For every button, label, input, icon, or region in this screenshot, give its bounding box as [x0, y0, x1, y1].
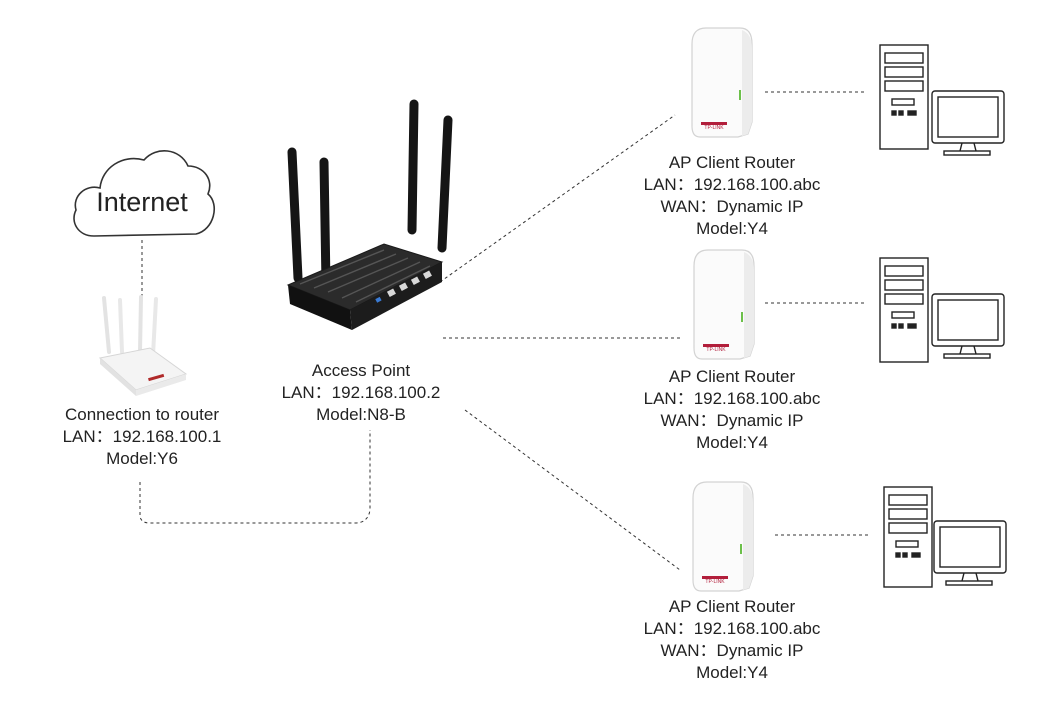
connection-lines	[139, 91, 870, 571]
client-router-2-icon	[693, 249, 755, 360]
access-point-name: Access Point	[311, 361, 411, 380]
link-ap-to-client-3	[464, 409, 681, 571]
client-router-1-model: Model:Y4	[696, 219, 768, 238]
client-router-2-brand: TP-LINK	[706, 347, 726, 353]
main-router-model: Model:Y6	[106, 449, 178, 468]
client-router-3-wan: WAN：Dynamic IP	[660, 641, 804, 660]
client-router-2-wan: WAN：Dynamic IP	[660, 411, 804, 430]
access-point-model: Model:N8-B	[316, 405, 406, 424]
client-router-1-label: AP Client Router LAN：192.168.100.abc WAN…	[622, 152, 842, 240]
client-router-3-brand: TP-LINK	[705, 579, 725, 585]
client-router-1-icon	[691, 27, 753, 138]
desktop-computer-2-icon	[879, 257, 1005, 363]
desktop-computer-1-icon	[879, 44, 1005, 156]
client-router-1-wan: WAN：Dynamic IP	[660, 197, 804, 216]
client-router-1-name: AP Client Router	[668, 153, 796, 172]
client-router-3-label: AP Client Router LAN：192.168.100.abc WAN…	[622, 596, 842, 684]
client-router-1-lan: LAN：192.168.100.abc	[643, 175, 821, 194]
access-point-label: Access Point LAN：192.168.100.2 Model:N8-…	[256, 360, 466, 426]
client-router-3-lan: LAN：192.168.100.abc	[643, 619, 821, 638]
link-router-to-access-point	[139, 430, 371, 524]
client-router-2-name: AP Client Router	[668, 367, 796, 386]
main-router-label: Connection to router LAN：192.168.100.1 M…	[38, 404, 246, 470]
client-router-3-icon	[692, 481, 754, 592]
main-router-icon	[98, 295, 188, 396]
access-point-lan: LAN：192.168.100.2	[281, 383, 441, 402]
access-point-icon	[286, 99, 453, 330]
link-ap-to-client-1	[439, 114, 676, 283]
client-router-2-label: AP Client Router LAN：192.168.100.abc WAN…	[622, 366, 842, 454]
internet-cloud-icon: Internet	[73, 150, 216, 237]
client-router-2-lan: LAN：192.168.100.abc	[643, 389, 821, 408]
client-router-2-model: Model:Y4	[696, 433, 768, 452]
desktop-computer-3-icon	[883, 486, 1007, 588]
main-router-name: Connection to router	[64, 405, 220, 424]
client-router-3-name: AP Client Router	[668, 597, 796, 616]
internet-label: Internet	[96, 187, 188, 217]
main-router-lan: LAN：192.168.100.1	[62, 427, 222, 446]
client-router-1-brand: TP-LINK	[704, 125, 724, 131]
client-router-3-model: Model:Y4	[696, 663, 768, 682]
